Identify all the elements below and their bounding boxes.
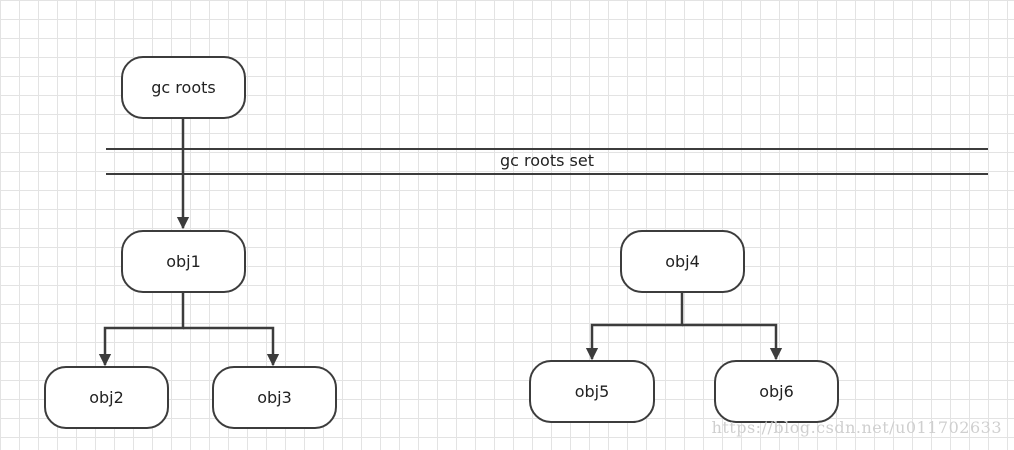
edge-obj4-obj5	[585, 292, 684, 361]
node-obj3[interactable]: obj3	[212, 366, 337, 429]
edge-obj1-obj2	[98, 292, 185, 367]
gc-roots-set-label: gc roots set	[500, 151, 594, 170]
node-obj2[interactable]: obj2	[44, 366, 169, 429]
node-obj4[interactable]: obj4	[620, 230, 745, 293]
node-obj1[interactable]: obj1	[121, 230, 246, 293]
watermark-text: https://blog.csdn.net/u011702633	[711, 418, 1002, 437]
edge-obj4-obj6	[682, 323, 783, 361]
node-obj5[interactable]: obj5	[529, 360, 655, 423]
node-obj6[interactable]: obj6	[714, 360, 839, 423]
node-gc-roots[interactable]: gc roots	[121, 56, 246, 119]
edge-obj1-obj3	[183, 326, 280, 367]
